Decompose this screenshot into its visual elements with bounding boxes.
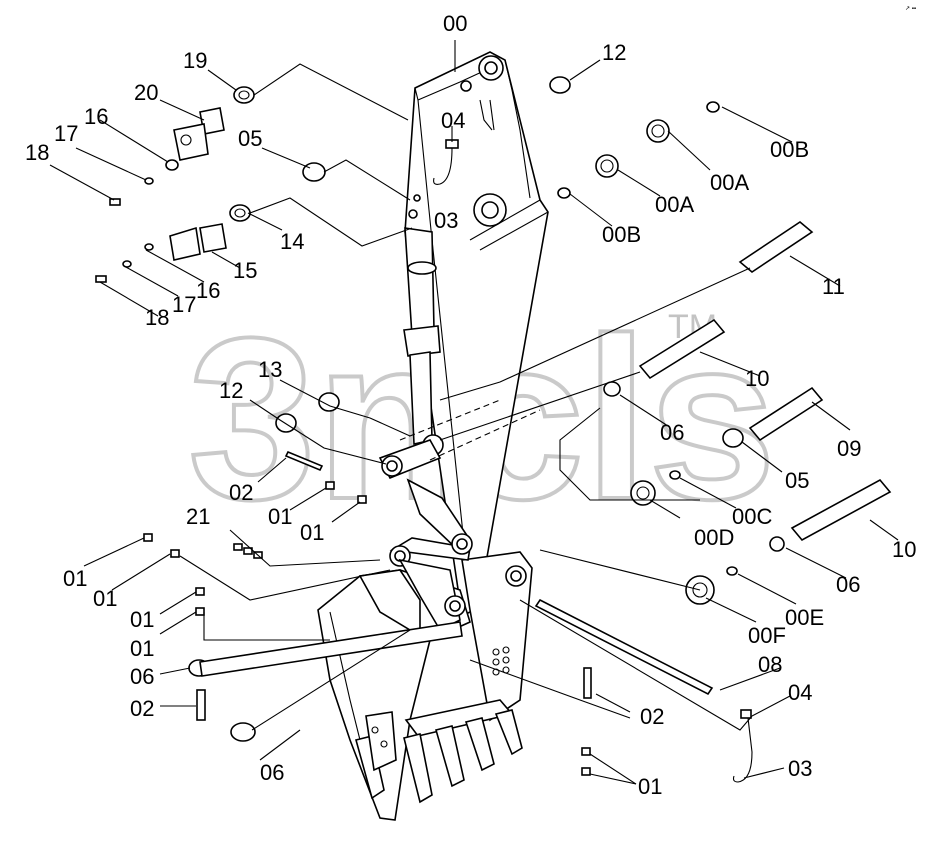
label-00B-lower: 00B xyxy=(602,222,641,247)
label-00A-left: 00A xyxy=(655,192,694,217)
arm-body xyxy=(404,51,549,722)
label-00A-right: 00A xyxy=(710,170,749,195)
link-assembly xyxy=(378,439,473,567)
label-13: 13 xyxy=(258,357,282,382)
label-06-bottom: 06 xyxy=(260,760,284,785)
label-01-left3: 01 xyxy=(130,607,154,632)
label-04-top: 04 xyxy=(441,108,465,133)
label-16-top: 16 xyxy=(84,104,108,129)
label-00F: 00F xyxy=(748,623,786,648)
label-00D: 00D xyxy=(694,525,734,550)
label-11: 11 xyxy=(822,274,845,299)
label-02-mid: 02 xyxy=(640,704,664,729)
label-01-bottom: 01 xyxy=(638,774,662,799)
label-01-left2: 01 xyxy=(93,586,117,611)
bucket-teeth xyxy=(355,709,523,804)
label-05-top: 05 xyxy=(238,126,262,151)
label-01-left1: 01 xyxy=(63,566,87,591)
label-00: 00 xyxy=(443,11,467,36)
label-17-lower: 17 xyxy=(172,292,196,317)
label-04-lower: 04 xyxy=(788,680,812,705)
label-20: 20 xyxy=(134,80,158,105)
label-02-lowleft: 02 xyxy=(130,696,154,721)
label-12-top: 12 xyxy=(602,40,626,65)
label-03-top: 03 xyxy=(434,208,458,233)
label-08: 08 xyxy=(758,652,782,677)
part-labels: 00 12 19 20 04 16 17 18 05 00B 00A 00A 0… xyxy=(25,11,916,799)
label-06-left: 06 xyxy=(130,664,154,689)
label-00C: 00C xyxy=(732,504,772,529)
label-10-lower: 10 xyxy=(892,537,916,562)
label-12-left: 12 xyxy=(219,378,243,403)
label-15: 15 xyxy=(233,258,257,283)
label-02-left: 02 xyxy=(229,480,253,505)
label-21: 21 xyxy=(186,504,210,529)
label-01-left4: 01 xyxy=(130,636,154,661)
bucket-cylinder xyxy=(403,227,444,456)
label-05-lower: 05 xyxy=(785,468,809,493)
label-00E: 00E xyxy=(785,605,824,630)
label-18-top: 18 xyxy=(25,140,49,165)
label-06-upper: 06 xyxy=(660,420,684,445)
label-10-upper: 10 xyxy=(745,366,769,391)
label-06-right: 06 xyxy=(836,572,860,597)
label-19: 19 xyxy=(183,48,207,73)
label-01-mid2: 01 xyxy=(300,520,324,545)
label-01-mid1: 01 xyxy=(268,504,292,529)
label-00B-top: 00B xyxy=(770,137,809,162)
label-18-lower: 18 xyxy=(145,305,169,330)
leader-lines xyxy=(49,40,899,785)
label-16-lower: 16 xyxy=(196,278,220,303)
label-09: 09 xyxy=(837,436,861,461)
label-14: 14 xyxy=(280,229,304,254)
pins-and-bushings xyxy=(95,76,892,783)
label-17-top: 17 xyxy=(54,121,78,146)
corner-mark: ↗ ▪▪ xyxy=(905,6,916,12)
label-03-lower: 03 xyxy=(788,756,812,781)
